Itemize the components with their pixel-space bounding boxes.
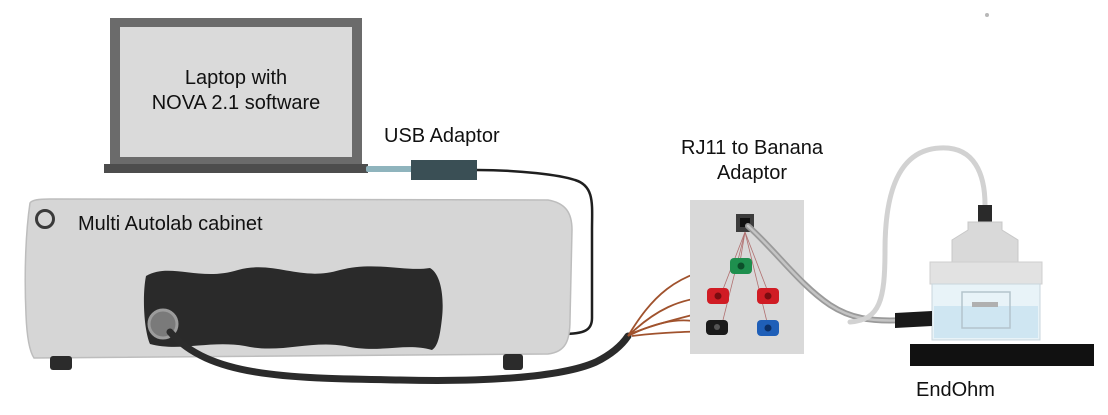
endohm-top-cable bbox=[847, 145, 988, 325]
laptop-screen bbox=[120, 27, 352, 157]
stray-dot bbox=[985, 13, 989, 17]
laptop-label-line1: Laptop with bbox=[184, 67, 288, 89]
rj11-label-line2: Adaptor bbox=[716, 162, 788, 184]
multi-autolab-cabinet bbox=[24, 198, 573, 370]
endohm-solution bbox=[934, 306, 1038, 338]
usb-plug bbox=[366, 166, 414, 172]
endohm-insert bbox=[961, 291, 1011, 329]
banana-plug-blue bbox=[757, 320, 779, 336]
endohm-chamber bbox=[895, 205, 1094, 366]
usb-cable bbox=[476, 168, 594, 336]
rj11-label-line1: RJ11 to Banana bbox=[681, 137, 823, 159]
laptop-base bbox=[104, 164, 368, 173]
endohm-side-connector bbox=[895, 311, 932, 328]
laptop-label: Laptop with NOVA 2.1 software bbox=[128, 66, 344, 116]
cabinet-port-panel bbox=[143, 266, 443, 350]
banana-plug-black bbox=[706, 320, 728, 335]
endohm-lid bbox=[929, 261, 1043, 285]
laptop bbox=[104, 18, 368, 173]
cabinet-foot-left bbox=[50, 356, 72, 370]
banana-plug-red-left bbox=[707, 288, 729, 304]
cabinet-label: Multi Autolab cabinet bbox=[78, 213, 263, 235]
internal-traces bbox=[721, 231, 769, 327]
endohm-electrode bbox=[972, 302, 998, 307]
usb-link bbox=[366, 160, 594, 336]
rj11-adaptor-label: RJ11 to Banana Adaptor bbox=[660, 136, 844, 186]
endohm-base-plate bbox=[910, 344, 1094, 366]
endohm-top-connector bbox=[978, 205, 992, 222]
laptop-label-line2: NOVA 2.1 software bbox=[151, 92, 321, 114]
usb-adaptor-box bbox=[411, 160, 477, 180]
power-button-icon bbox=[35, 209, 55, 229]
cabinet-foot-right bbox=[503, 354, 523, 370]
rj11-banana-adaptor bbox=[690, 200, 804, 354]
banana-plug-red-right bbox=[757, 288, 779, 304]
endohm-cap bbox=[951, 221, 1019, 263]
rj11-socket-inner bbox=[740, 218, 750, 227]
rj11-cable-highlight bbox=[746, 224, 907, 322]
usb-adaptor-label: USB Adaptor bbox=[384, 125, 500, 147]
main-cable bbox=[166, 328, 632, 384]
banana-plug-green bbox=[730, 258, 752, 274]
endohm-label: EndOhm bbox=[916, 379, 995, 401]
